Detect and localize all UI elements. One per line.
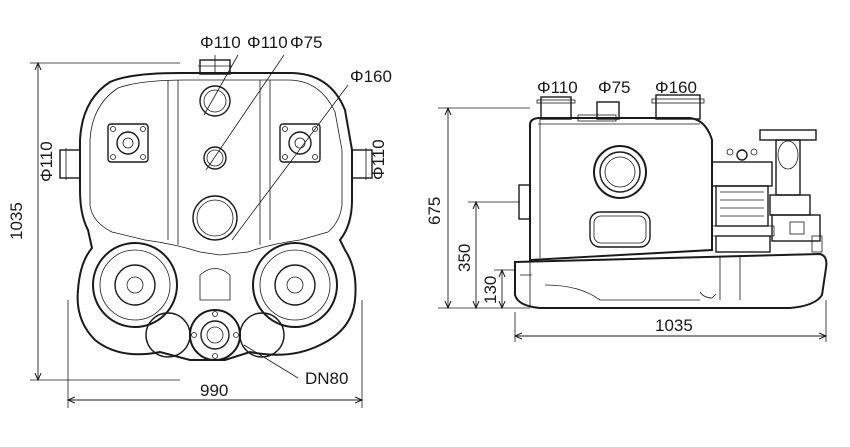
front-view: Φ110 Φ110 Φ75 Φ160 Φ110 Φ110 1035 990 DN…: [7, 33, 392, 408]
right-flange: [279, 123, 321, 163]
side-label-675: 675: [425, 197, 444, 225]
side-pipe-110: [536, 96, 576, 120]
side-label-350: 350: [455, 244, 474, 272]
label-top-phi110-b: Φ110: [247, 33, 288, 52]
label-height-1035: 1035: [7, 202, 26, 240]
side-base: [514, 252, 828, 309]
tank-inner-outline: [89, 79, 343, 256]
side-dimension-lines: [438, 108, 826, 342]
side-pipe-160: [651, 94, 705, 120]
side-label-130: 130: [481, 276, 500, 304]
left-inlet: [59, 148, 81, 180]
label-left-inlet: Φ110: [37, 141, 56, 182]
left-volute: [145, 312, 191, 358]
outlet-flange: [189, 309, 241, 361]
side-tank-body: [529, 117, 713, 262]
label-phi160: Φ160: [350, 67, 392, 86]
side-round-port: [593, 145, 647, 199]
side-view: Φ110 Φ75 Φ160 675 350 130 1035: [425, 78, 828, 342]
dimension-lines: [30, 63, 362, 408]
label-top-phi75: Φ75: [290, 33, 322, 52]
label-top-phi110-a: Φ110: [200, 33, 241, 52]
side-label-phi110: Φ110: [537, 78, 578, 97]
port-110: [199, 85, 231, 117]
left-pump: [92, 242, 178, 328]
label-width-990: 990: [200, 381, 228, 400]
right-inlet: [351, 148, 373, 180]
right-pump: [252, 242, 338, 328]
side-discharge-pipe: [759, 129, 823, 253]
port-160: [192, 195, 238, 241]
side-pump-motor: [711, 148, 775, 253]
side-label-phi75: Φ75: [598, 78, 630, 97]
compartment-lines: [167, 80, 271, 245]
tank-outline: [76, 72, 357, 361]
side-pipe-75: [577, 101, 620, 122]
right-volute: [239, 312, 285, 358]
label-right-inlet: Φ110: [369, 139, 388, 180]
label-outlet-dn80: DN80: [305, 369, 348, 388]
left-flange: [107, 123, 149, 163]
side-label-phi160: Φ160: [655, 78, 697, 97]
side-left-inlet: [518, 184, 531, 220]
port-75: [203, 146, 227, 170]
leader-lines: [203, 54, 349, 379]
side-rect-port: [589, 211, 651, 248]
side-label-1035: 1035: [655, 316, 693, 335]
